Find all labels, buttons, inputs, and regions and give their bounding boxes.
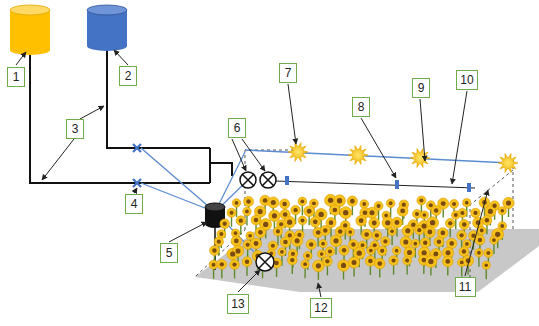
sprinkler-head — [288, 142, 308, 161]
callout-number: 9 — [418, 82, 425, 94]
callout-box: 12 — [310, 298, 332, 318]
drip-line — [275, 181, 475, 188]
callout-number: 1 — [13, 71, 20, 83]
supply-pipes — [30, 51, 232, 183]
callout-number: 11 — [459, 281, 471, 293]
callout-box: 2 — [119, 66, 137, 86]
callout-box: 6 — [228, 118, 246, 138]
callout-box: 10 — [456, 70, 478, 90]
dashed-zone — [196, 150, 513, 290]
blue-tank — [87, 5, 127, 51]
callout-box: 13 — [227, 294, 249, 314]
callout-number: 3 — [72, 123, 79, 135]
callout-number: 6 — [234, 122, 241, 134]
ground-plane — [195, 229, 539, 292]
callout-number: 4 — [131, 198, 138, 210]
callout-number: 10 — [460, 74, 473, 86]
callout-number: 2 — [125, 70, 132, 82]
callout-box: 3 — [66, 119, 84, 139]
callout-box: 4 — [125, 194, 143, 214]
callout-number: 12 — [314, 302, 327, 314]
main-valves — [240, 172, 276, 188]
sprinkler-head — [410, 148, 430, 167]
callout-number: 5 — [166, 247, 173, 259]
supply-valves — [133, 144, 141, 187]
sprinkler-head — [348, 145, 368, 164]
sprinkler-head — [498, 153, 518, 172]
callout-box: 9 — [412, 78, 430, 98]
drain-valve — [256, 253, 274, 271]
sprinkler-line — [245, 150, 510, 163]
sunflower-field — [209, 194, 514, 279]
callout-number: 13 — [231, 298, 244, 310]
leader-lines — [16, 50, 488, 297]
callout-box: 7 — [279, 63, 297, 83]
callout-box: 1 — [7, 67, 25, 87]
callout-box: 8 — [352, 97, 370, 117]
callout-box: 5 — [160, 243, 178, 263]
drip-emitters — [285, 176, 471, 192]
callout-box: 11 — [455, 277, 476, 297]
callout-number: 8 — [358, 101, 365, 113]
callout-number: 7 — [285, 67, 292, 79]
sprinkler-heads — [288, 142, 518, 172]
yellow-tank — [10, 5, 50, 55]
